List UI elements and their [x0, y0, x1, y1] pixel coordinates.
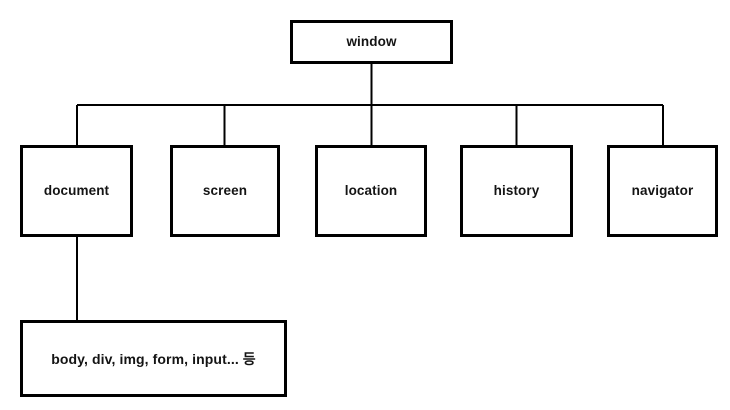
node-document[interactable]: document	[20, 145, 133, 237]
node-document-label: document	[43, 183, 110, 199]
node-location-label: location	[344, 183, 398, 199]
node-screen[interactable]: screen	[170, 145, 280, 237]
node-screen-label: screen	[202, 183, 248, 199]
node-navigator-label: navigator	[631, 183, 694, 199]
node-elements[interactable]: body, div, img, form, input... 등	[20, 320, 287, 397]
node-history-label: history	[493, 183, 540, 199]
node-window-label: window	[346, 34, 397, 50]
node-history[interactable]: history	[460, 145, 573, 237]
node-elements-label: body, div, img, form, input... 등	[51, 350, 256, 367]
node-navigator[interactable]: navigator	[607, 145, 718, 237]
node-location[interactable]: location	[315, 145, 427, 237]
node-window[interactable]: window	[290, 20, 453, 64]
